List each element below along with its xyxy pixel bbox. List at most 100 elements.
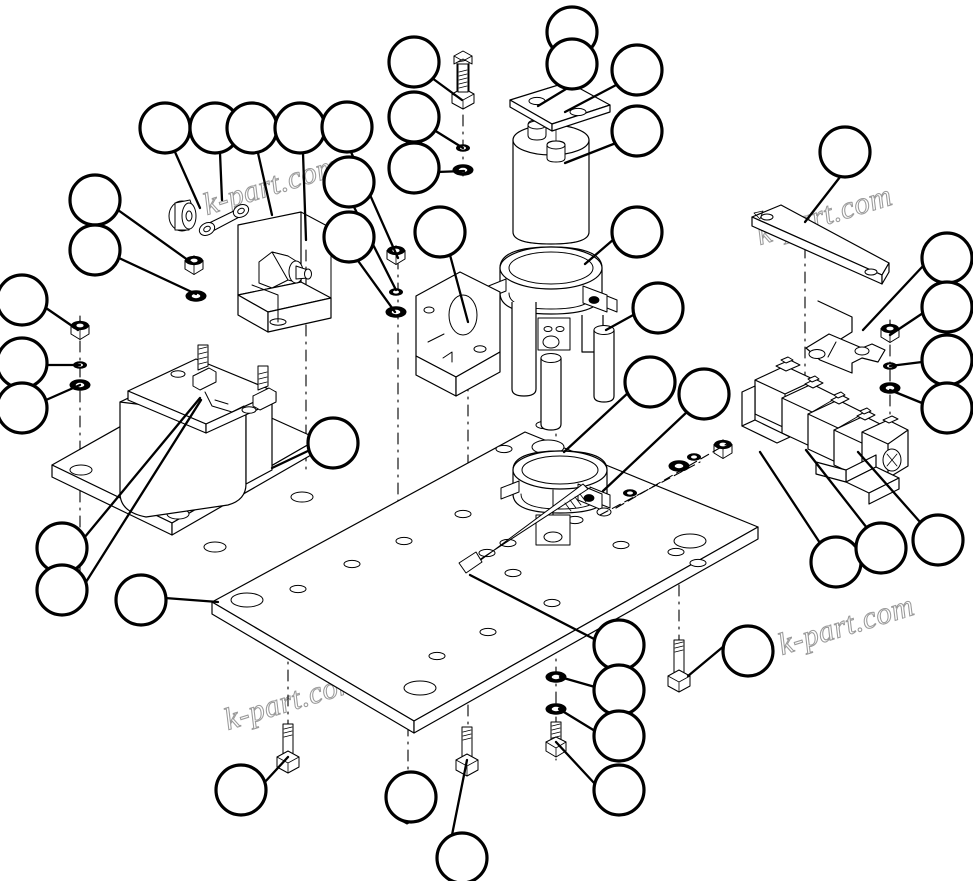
balloon-circle[interactable] bbox=[592, 709, 646, 763]
leader-line bbox=[354, 256, 397, 314]
balloon-circle[interactable] bbox=[0, 381, 49, 435]
balloon-circle[interactable] bbox=[320, 100, 374, 154]
callout-balloon[interactable] bbox=[631, 281, 685, 335]
callout-balloon[interactable] bbox=[623, 355, 677, 409]
callout-balloon[interactable] bbox=[322, 155, 376, 209]
balloon-circle[interactable] bbox=[920, 280, 973, 334]
leader-line bbox=[163, 596, 220, 604]
balloon-circle[interactable] bbox=[413, 205, 467, 259]
balloon-circle[interactable] bbox=[306, 416, 360, 470]
leader-line bbox=[435, 169, 466, 174]
balloon-circle[interactable] bbox=[610, 43, 664, 97]
callout-balloon[interactable] bbox=[306, 416, 360, 470]
callout-balloon[interactable] bbox=[214, 763, 268, 817]
callout-balloon[interactable] bbox=[920, 280, 973, 334]
balloon-circle[interactable] bbox=[138, 101, 192, 155]
leader-line bbox=[44, 306, 80, 332]
balloon-circle[interactable] bbox=[387, 141, 441, 195]
callout-balloon[interactable] bbox=[0, 273, 49, 327]
callout-balloon[interactable] bbox=[225, 101, 279, 155]
balloon-circle[interactable] bbox=[809, 535, 863, 589]
balloon-circle[interactable] bbox=[384, 770, 438, 824]
callout-balloon[interactable] bbox=[592, 663, 646, 717]
leader-line bbox=[758, 450, 822, 545]
balloon-circle[interactable] bbox=[545, 37, 599, 91]
callout-balloon[interactable] bbox=[387, 90, 441, 144]
balloon-circle[interactable] bbox=[0, 273, 49, 327]
leader-line bbox=[536, 87, 568, 108]
callout-balloon[interactable] bbox=[0, 336, 49, 390]
balloon-circle[interactable] bbox=[387, 35, 441, 89]
callout-balloon[interactable] bbox=[610, 43, 664, 97]
balloon-circle[interactable] bbox=[387, 90, 441, 144]
balloon-circle[interactable] bbox=[920, 231, 973, 285]
balloon-circle[interactable] bbox=[854, 521, 908, 575]
balloon-circle[interactable] bbox=[920, 333, 973, 387]
balloon-circle[interactable] bbox=[623, 355, 677, 409]
balloon-circle[interactable] bbox=[920, 381, 973, 435]
balloon-circle[interactable] bbox=[818, 125, 872, 179]
balloon-circle[interactable] bbox=[322, 210, 376, 264]
callout-balloon[interactable] bbox=[592, 618, 646, 672]
balloon-circle[interactable] bbox=[721, 624, 775, 678]
leader-line bbox=[601, 409, 690, 493]
callout-balloon[interactable] bbox=[35, 563, 89, 617]
callout-balloon[interactable] bbox=[809, 535, 863, 589]
balloon-circle[interactable] bbox=[0, 336, 49, 390]
leader-line bbox=[432, 128, 465, 150]
callout-balloon[interactable] bbox=[610, 104, 664, 158]
callout-balloon[interactable] bbox=[592, 709, 646, 763]
callout-balloon[interactable] bbox=[818, 125, 872, 179]
leader-line bbox=[562, 390, 631, 454]
tank-port-center bbox=[546, 127, 566, 163]
callout-balloon[interactable] bbox=[592, 763, 646, 817]
balloon-circle[interactable] bbox=[435, 831, 489, 881]
leader-line bbox=[262, 755, 290, 785]
hex-bolt bbox=[667, 639, 691, 693]
balloon-circle[interactable] bbox=[35, 563, 89, 617]
balloon-circle[interactable] bbox=[631, 281, 685, 335]
rotary-switch bbox=[258, 251, 312, 289]
balloon-circle[interactable] bbox=[610, 205, 664, 259]
leader-line bbox=[44, 383, 82, 402]
callout-balloon[interactable] bbox=[273, 101, 327, 155]
callout-balloon[interactable] bbox=[920, 231, 973, 285]
callout-balloon[interactable] bbox=[387, 35, 441, 89]
balloon-circle[interactable] bbox=[677, 367, 731, 421]
callout-balloon[interactable] bbox=[545, 37, 599, 91]
balloon-circle[interactable] bbox=[610, 104, 664, 158]
balloon-circle[interactable] bbox=[225, 101, 279, 155]
balloon-circle[interactable] bbox=[68, 173, 122, 227]
callout-balloon[interactable] bbox=[721, 624, 775, 678]
leader-line bbox=[430, 76, 464, 102]
callout-balloon[interactable] bbox=[68, 173, 122, 227]
leader-line bbox=[117, 256, 198, 296]
balloon-circle[interactable] bbox=[592, 763, 646, 817]
balloon-circle[interactable] bbox=[273, 101, 327, 155]
callout-balloon[interactable] bbox=[413, 205, 467, 259]
balloon-circle[interactable] bbox=[911, 513, 965, 567]
callout-balloon[interactable] bbox=[68, 223, 122, 277]
balloon-circle[interactable] bbox=[322, 155, 376, 209]
callout-balloon[interactable] bbox=[610, 205, 664, 259]
balloon-circle[interactable] bbox=[114, 573, 168, 627]
callout-balloon[interactable] bbox=[677, 367, 731, 421]
callout-balloon[interactable] bbox=[384, 770, 438, 824]
callout-balloon[interactable] bbox=[920, 381, 973, 435]
callout-balloon[interactable] bbox=[0, 381, 49, 435]
callout-balloon[interactable] bbox=[114, 573, 168, 627]
callout-balloon[interactable] bbox=[138, 101, 192, 155]
hex-bolt bbox=[455, 726, 479, 777]
callout-balloon[interactable] bbox=[920, 333, 973, 387]
callout-balloon[interactable] bbox=[435, 831, 489, 881]
callout-balloon[interactable] bbox=[387, 141, 441, 195]
callout-balloon[interactable] bbox=[911, 513, 965, 567]
balloon-circle[interactable] bbox=[214, 763, 268, 817]
balloon-circle[interactable] bbox=[592, 618, 646, 672]
balloon-circle[interactable] bbox=[68, 223, 122, 277]
callout-balloon[interactable] bbox=[854, 521, 908, 575]
leader-line bbox=[116, 208, 194, 265]
balloon-circle[interactable] bbox=[592, 663, 646, 717]
callout-balloon[interactable] bbox=[322, 210, 376, 264]
callout-balloon[interactable] bbox=[320, 100, 374, 154]
